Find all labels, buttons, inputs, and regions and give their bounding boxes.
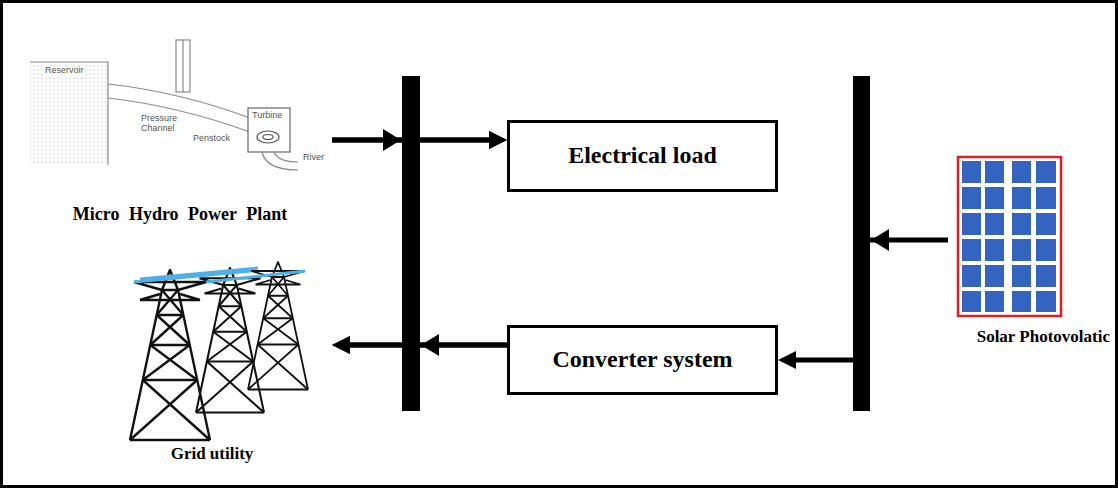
connector-arrow: [348, 343, 507, 348]
figure-caption: Grid utility: [171, 444, 254, 464]
part-label: Pressure Channel: [140, 114, 188, 134]
transmission-towers: [130, 262, 308, 440]
connector-arrow: [332, 140, 411, 345]
part-label: Reservoir: [44, 66, 85, 76]
part-label: River: [302, 153, 325, 163]
process-box: Converter system: [507, 325, 778, 395]
hydro-illustration: [30, 40, 298, 170]
part-label: Turbine: [251, 111, 283, 121]
connector-arrow: [411, 140, 507, 345]
figure-caption: Solar Photovolatic: [977, 327, 1110, 347]
figure-caption: Micro Hydro Power Plant: [73, 204, 287, 225]
process-box: Electrical load: [507, 120, 778, 192]
part-label: Penstock: [192, 134, 231, 144]
connector-arrow: [794, 240, 948, 360]
grid-utility-node: Grid utility: [120, 255, 332, 467]
box-label: Electrical load: [568, 142, 717, 170]
solar-pv-node: Solar Photovolatic: [948, 150, 1114, 350]
box-label: Converter system: [552, 346, 732, 374]
solar-panel: [958, 157, 1061, 316]
